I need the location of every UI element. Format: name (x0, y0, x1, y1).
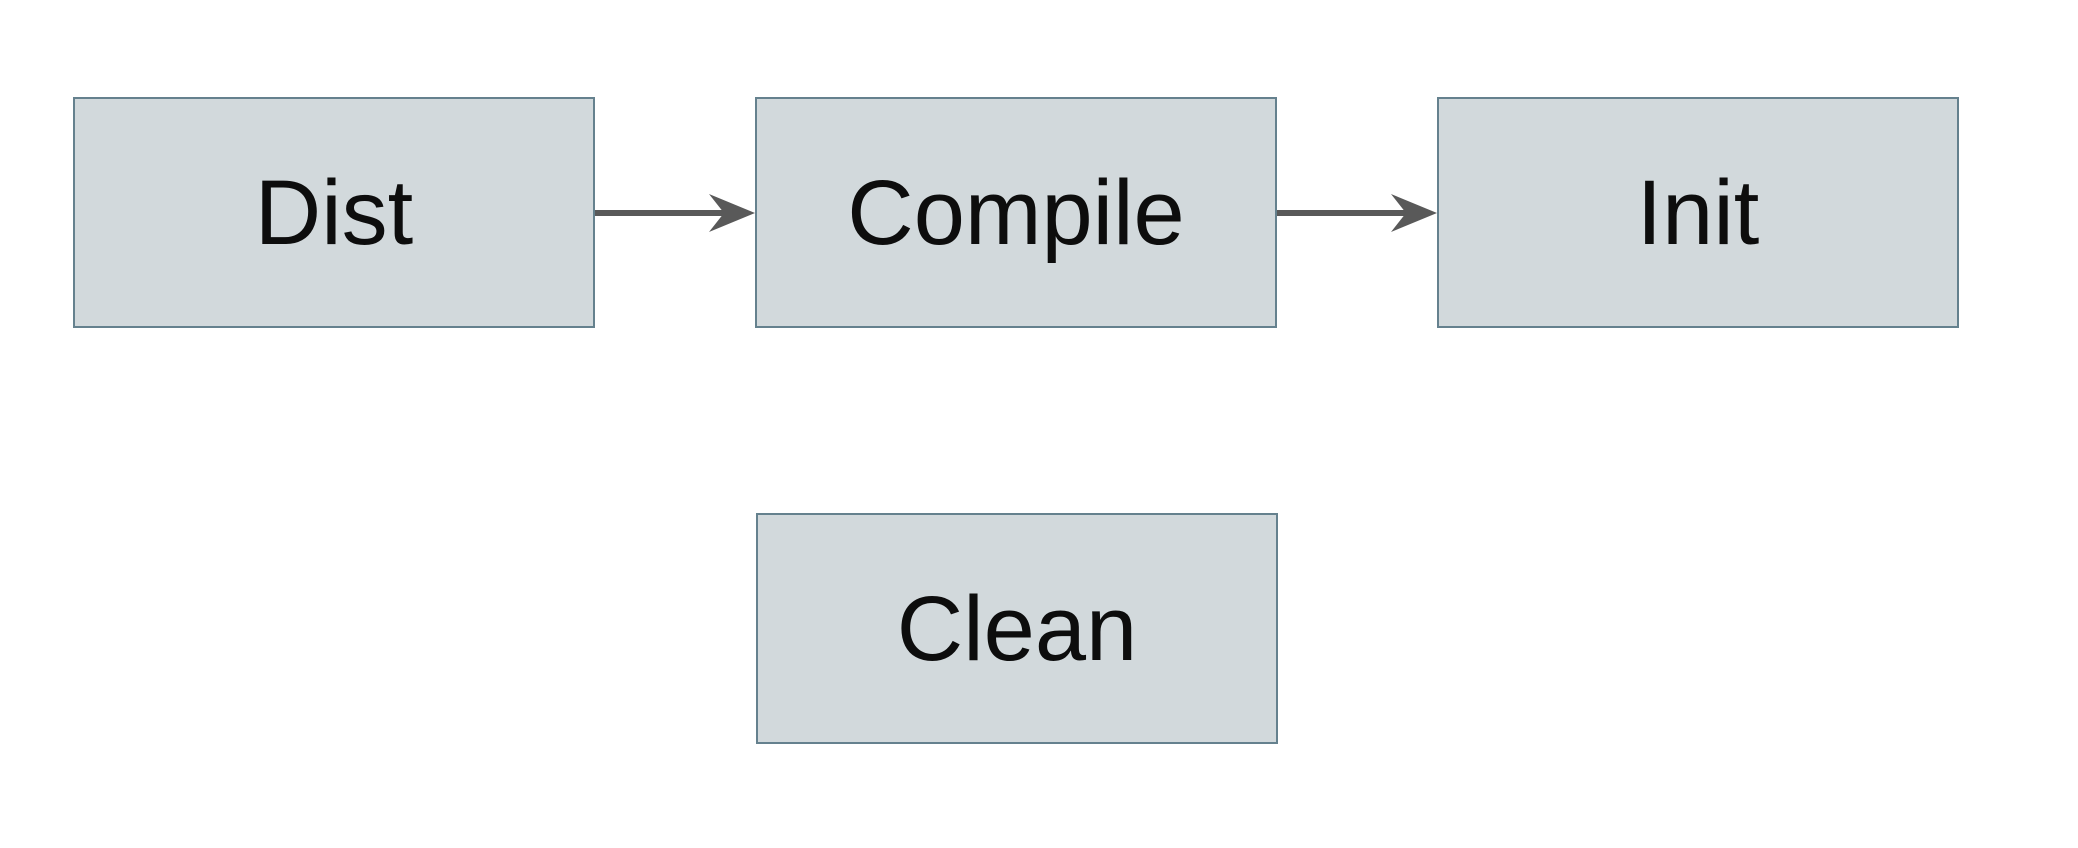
arrow-compile-to-init (1277, 194, 1437, 232)
node-compile: Compile (755, 97, 1277, 328)
node-clean: Clean (756, 513, 1278, 744)
node-compile-label: Compile (847, 161, 1185, 264)
arrow-dist-to-compile (595, 194, 755, 232)
node-init: Init (1437, 97, 1959, 328)
node-clean-label: Clean (896, 577, 1138, 680)
node-dist-label: Dist (254, 161, 414, 264)
arrow-head (1391, 194, 1437, 232)
arrow-head (709, 194, 755, 232)
node-dist: Dist (73, 97, 595, 328)
node-init-label: Init (1636, 161, 1760, 264)
